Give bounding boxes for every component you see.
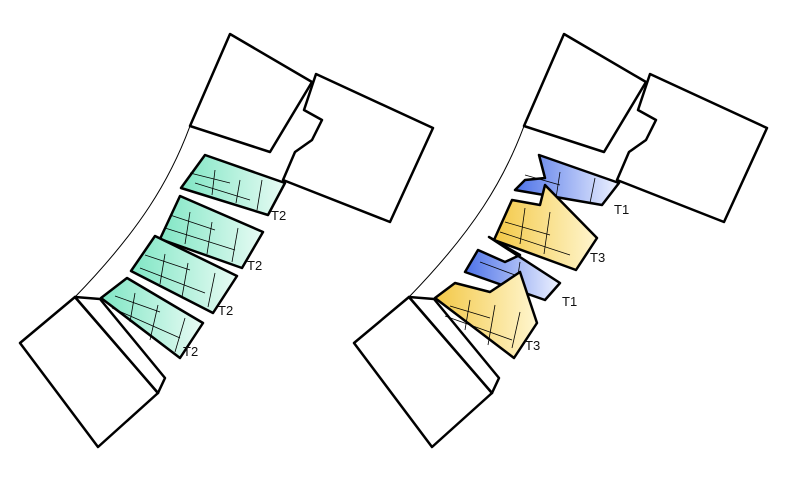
unit-label: T2 (247, 258, 262, 273)
plan-left (18, 32, 435, 449)
plan-right-labels: T1 T3 T1 T3 (525, 202, 629, 353)
right-building (615, 72, 769, 224)
top-building (188, 32, 314, 154)
unit-label: T2 (183, 344, 198, 359)
curved-path-line (408, 125, 525, 298)
connector-strip (407, 295, 501, 395)
top-building (522, 32, 648, 154)
plan-right (352, 32, 769, 449)
plan-left-labels: T2 T2 T2 T2 (183, 208, 286, 359)
unit-t3-b (433, 270, 539, 360)
unit-label: T3 (525, 338, 540, 353)
unit-t2-b (158, 194, 265, 270)
curved-path-line (74, 125, 191, 298)
unit-t2-d (99, 276, 205, 360)
unit-label: T1 (562, 294, 577, 309)
unit-label: T1 (614, 202, 629, 217)
unit-label: T2 (218, 303, 233, 318)
unit-t1-a (513, 153, 621, 207)
unit-t2-a (179, 153, 287, 217)
unit-label: T2 (271, 208, 286, 223)
unit-label: T3 (590, 250, 605, 265)
connector-strip (73, 295, 167, 395)
right-building (281, 72, 435, 224)
unit-t2-c (129, 234, 239, 315)
